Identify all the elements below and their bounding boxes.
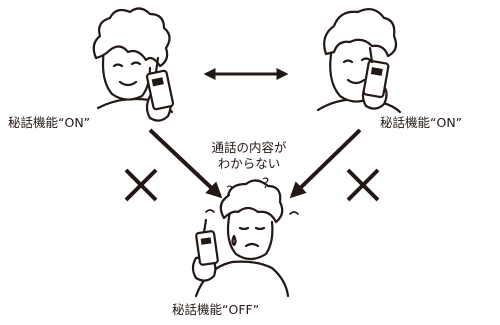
arrow-right-to-bottom (289, 128, 362, 199)
label-left-secrecy-on: 秘話機能“ON” (8, 115, 91, 130)
person-left-illustration (92, 7, 175, 122)
label-bottom-secrecy-off: 秘話機能“OFF” (172, 302, 260, 317)
caption-line-2: わからない (217, 156, 281, 171)
question-mark-2: ? (262, 176, 269, 192)
person-right-illustration (316, 7, 402, 114)
caption-line-1: 通話の内容が (211, 140, 287, 155)
person-bottom-illustration (191, 179, 299, 298)
question-mark-1: ? (226, 184, 233, 200)
label-right-secrecy-on: 秘話機能“ON” (380, 115, 463, 130)
cross-mark-left (124, 168, 158, 202)
confusion-caption: 通話の内容が わからない (184, 140, 314, 172)
arrow-left-to-bottom (148, 128, 223, 199)
cross-mark-right (346, 168, 380, 202)
